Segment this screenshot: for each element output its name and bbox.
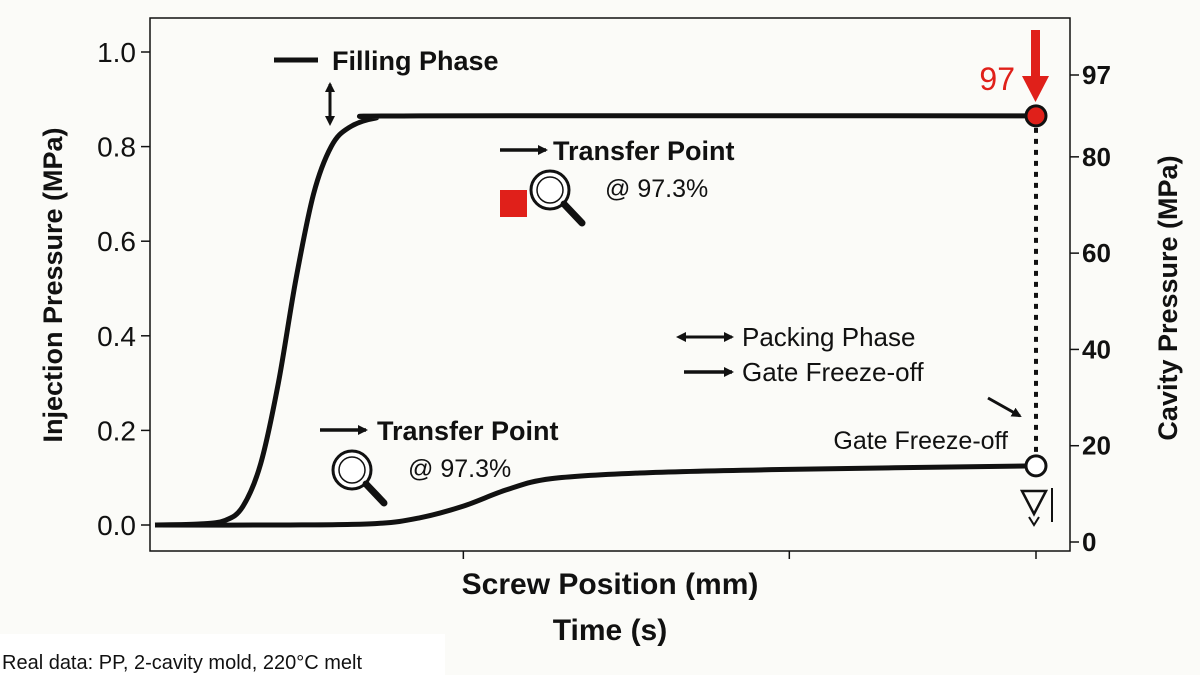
y-tick-label: 0.2 [97,415,136,446]
y-right-tick-label: 60 [1082,238,1111,268]
y-right-tick-label: 0 [1082,527,1096,557]
x-axis-label-secondary: Time (s) [553,614,667,647]
y-right-tick-label: 20 [1082,431,1111,461]
left-ticks: 1.0 0.8 0.6 0.4 0.2 0.0 [97,37,150,541]
magnifier-icon [331,449,388,507]
transfer-bottom-pct: @ 97.3% [408,455,511,483]
filling-phase-label: Filling Phase [332,46,499,76]
y-right-tick-label: 40 [1082,334,1111,364]
y-axis-label: Injection Pressure (MPa) [38,127,68,442]
y-tick-label: 0.8 [97,132,136,163]
y-axis-label-right: Cavity Pressure (MPa) [1153,155,1183,440]
y-tick-label: 0.6 [97,226,136,257]
y-tick-label: 0.0 [97,510,136,541]
packing-phase-label: Packing Phase [742,322,915,352]
series-line-cavity [154,463,1037,528]
transfer-top-pct: @ 97.3% [605,175,708,203]
end-marker-open [1024,454,1048,478]
footnote: Real data: PP, 2-cavity mold, 220°C melt [0,634,445,675]
gate-freeze-legend-label: Gate Freeze-off [742,357,924,387]
x-axis-label: Screw Position (mm) [462,568,759,601]
y-right-tick-label: 97 [1082,60,1111,90]
magnifier-icon [529,169,586,227]
gate-freeze-label: Gate Freeze-off [833,427,1008,455]
series-line-filling [154,113,1037,528]
red-down-arrow-icon [1022,30,1049,102]
y-tick-label: 1.0 [97,37,136,68]
y-right-tick-label: 80 [1082,142,1111,172]
transfer-bottom-label: Transfer Point [377,416,559,446]
transfer-top-label: Transfer Point [553,136,735,166]
y-tick-label: 0.4 [97,321,136,352]
end-marker-filled [1024,104,1048,128]
red-square-marker [500,190,527,217]
right-ticks: 97 80 60 40 20 0 [1070,60,1111,557]
open-triangle-marker [1019,488,1053,527]
value-label-97: 97 [979,61,1015,97]
x-ticks [462,551,1037,559]
gate-freeze-pointer-arrow [987,396,1022,418]
plot-frame [149,17,1071,552]
